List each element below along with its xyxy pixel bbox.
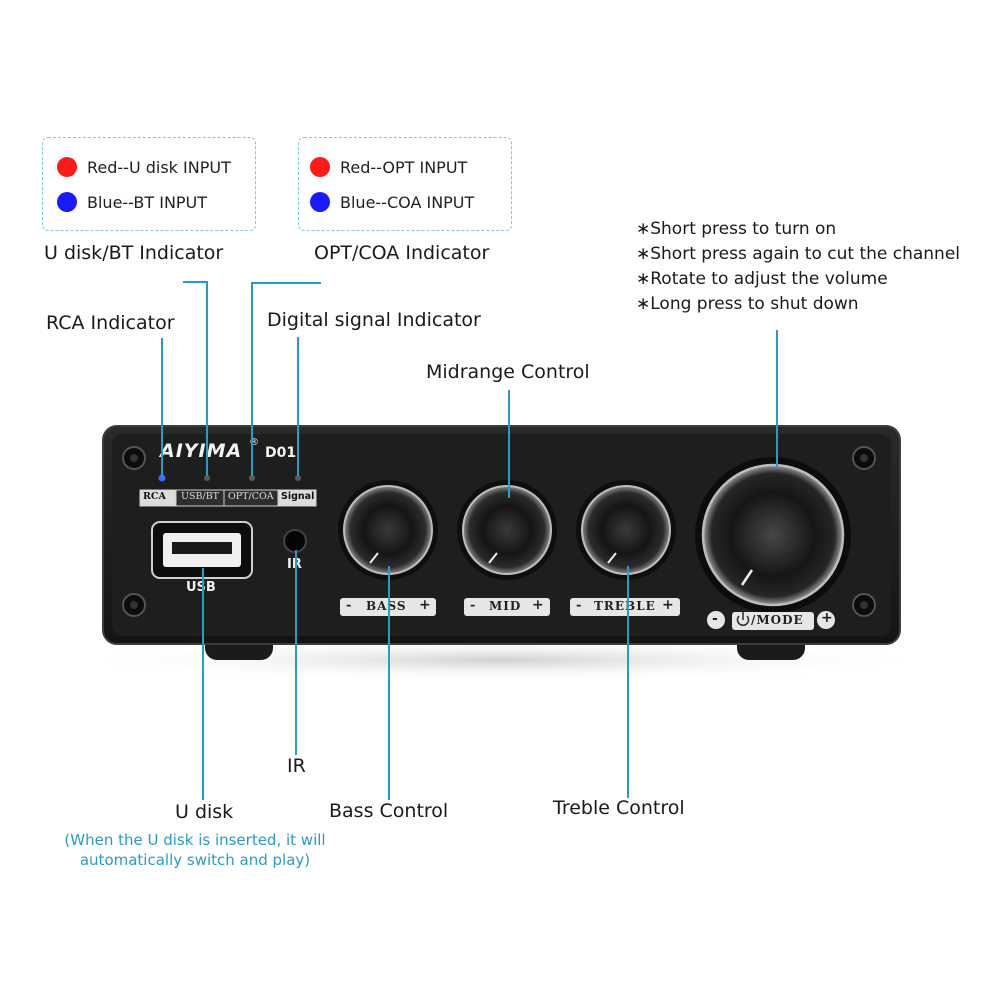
mid-label: MID: [489, 599, 522, 613]
screw-icon: [852, 446, 876, 470]
legend-right-blue-text: Blue--COA INPUT: [340, 192, 475, 212]
mode-plus: +: [821, 610, 833, 626]
legend-left-red-text: Red--U disk INPUT: [87, 157, 231, 177]
bass-label: BASS: [366, 599, 407, 613]
usb-bt-tag: USB/BT: [181, 491, 220, 502]
u-disk-note-line-1: (When the U disk is inserted, it will: [64, 831, 326, 849]
udisk-bt-legend-box: [42, 137, 256, 231]
opt-coa-callout-v: [251, 282, 253, 476]
volume-knob: [695, 457, 851, 613]
bass-control-label: Bass Control: [329, 800, 449, 822]
bass-minus: -: [346, 598, 352, 613]
screw-icon: [852, 593, 876, 617]
opt-coa-led: [249, 475, 255, 481]
red-dot-icon: [57, 157, 77, 177]
legend-left-blue-text: Blue--BT INPUT: [87, 192, 208, 212]
blue-dot-icon: [57, 192, 77, 212]
treble-label: TREBLE: [594, 599, 656, 613]
treble-plus: +: [662, 597, 674, 613]
treble-minus: -: [576, 598, 582, 613]
udisk-bt-callout-h: [183, 281, 208, 283]
signal-led: [295, 475, 301, 481]
ir-label: IR: [287, 755, 306, 777]
opt-coa-tag: OPT/COA: [228, 491, 274, 502]
u-disk-note: (When the U disk is inserted, it will au…: [30, 830, 360, 870]
mid-knob: [457, 480, 557, 580]
model-name: D01: [265, 445, 297, 461]
note-short-press-on: ∗Short press to turn on: [636, 219, 837, 239]
midrange-callout-line: [508, 390, 510, 498]
rca-tag: RCA: [143, 491, 166, 502]
opt-coa-indicator-label: OPT/COA Indicator: [314, 242, 490, 264]
udisk-callout-line: [202, 568, 204, 800]
usb-port-tongue: [172, 542, 232, 554]
u-disk-label: U disk: [175, 801, 234, 823]
blue-dot-icon: [310, 192, 330, 212]
rca-led: [158, 474, 166, 482]
u-disk-note-line-2: automatically switch and play): [79, 851, 311, 869]
bass-callout-line: [388, 566, 390, 800]
mode-label: /MODE: [751, 613, 804, 627]
rca-callout-line: [161, 338, 163, 476]
signal-callout-line: [297, 337, 299, 476]
opt-coa-callout-h: [251, 282, 321, 284]
screw-icon: [122, 593, 146, 617]
treble-knob: [576, 480, 676, 580]
mid-label-pill: [464, 598, 550, 616]
mode-minus: -: [712, 611, 718, 627]
signal-tag: Signal: [281, 491, 315, 502]
ir-sensor: [283, 529, 307, 553]
registered-mark: ®: [249, 437, 259, 448]
legend-left-blue: Blue--BT INPUT: [57, 192, 207, 212]
note-short-press-again: ∗Short press again to cut the channel: [636, 244, 961, 264]
legend-right-blue: Blue--COA INPUT: [310, 192, 474, 212]
mode-label-pill: [732, 612, 814, 630]
usb-bt-led: [204, 475, 210, 481]
treble-control-label: Treble Control: [553, 797, 685, 819]
screw-icon: [122, 446, 146, 470]
udisk-bt-callout-v: [206, 281, 208, 476]
opt-coa-legend-box: [298, 137, 512, 231]
udisk-bt-indicator-label: U disk/BT Indicator: [44, 242, 224, 264]
treble-callout-line: [627, 566, 629, 798]
legend-right-red: Red--OPT INPUT: [310, 157, 467, 177]
midrange-control-label: Midrange Control: [426, 361, 590, 383]
note-long-press-shutdown: ∗Long press to shut down: [636, 294, 859, 314]
mid-plus: +: [532, 597, 544, 613]
device-shadow: [70, 638, 930, 682]
red-dot-icon: [310, 157, 330, 177]
mid-minus: -: [470, 598, 476, 613]
usb-port-label: USB: [186, 580, 216, 595]
signal-tag-bg: [278, 490, 316, 506]
power-icon: [736, 612, 750, 627]
legend-right-red-text: Red--OPT INPUT: [340, 157, 468, 177]
note-rotate-volume: ∗Rotate to adjust the volume: [636, 269, 888, 289]
mode-minus-circle: [707, 611, 725, 629]
brand-logo: AIYIMA: [160, 440, 243, 462]
bass-knob: [338, 480, 438, 580]
digital-signal-indicator-label: Digital signal Indicator: [267, 309, 481, 331]
rca-tag-bg: [140, 490, 176, 506]
ir-panel-label: IR: [287, 557, 302, 572]
bass-plus: +: [419, 597, 431, 613]
volume-callout-line: [776, 330, 778, 468]
rca-indicator-label: RCA Indicator: [46, 312, 175, 334]
mode-plus-circle: [817, 611, 835, 629]
treble-label-pill: [570, 598, 680, 616]
ir-callout-line: [295, 550, 297, 755]
legend-left-red: Red--U disk INPUT: [57, 157, 231, 177]
